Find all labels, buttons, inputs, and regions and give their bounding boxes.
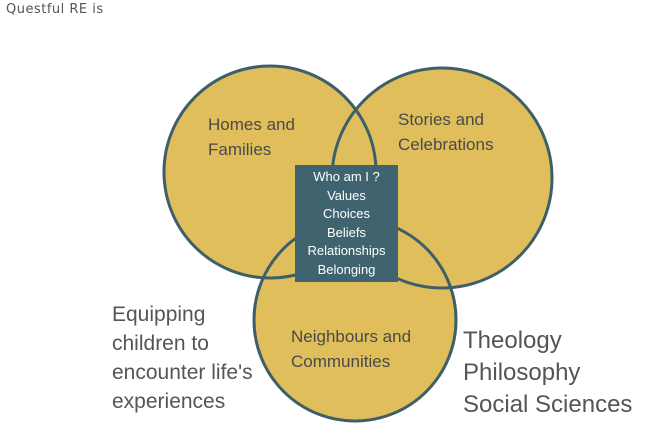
caption-line: Theology [463,327,562,354]
box-line: Choices [323,206,370,221]
label-neighbours-communities: Neighbours and Communities [291,324,411,374]
right-caption: Theology Philosophy Social Sciences [463,325,632,421]
label-homes-families: Homes and Families [208,112,295,162]
label-stories-celebrations: Stories and Celebrations [398,107,493,157]
label-line: Homes and [208,115,295,134]
center-box: Who am I ? Values Choices Beliefs Relati… [295,165,398,282]
caption-line: Social Sciences [463,391,633,418]
label-line: Stories and [398,110,484,129]
caption-line: Equipping [112,303,206,326]
box-line: Relationships [307,243,386,258]
box-line: Beliefs [326,224,367,240]
caption-line: encounter life's [112,361,253,384]
box-line: Who am I ? [313,169,380,184]
label-line: Neighbours and [291,327,412,346]
caption-line: children to [112,332,209,355]
caption-line: experiences [112,390,226,413]
page-title: Questful RE is [6,2,104,17]
box-line: Belonging [317,261,376,277]
left-caption: Equipping children to encounter life's e… [112,300,253,416]
label-line: Families [208,140,272,159]
caption-line: Philosophy [463,359,581,386]
label-line: Celebrations [398,135,494,154]
label-line: Communities [291,352,391,371]
box-line: Values [327,187,366,203]
